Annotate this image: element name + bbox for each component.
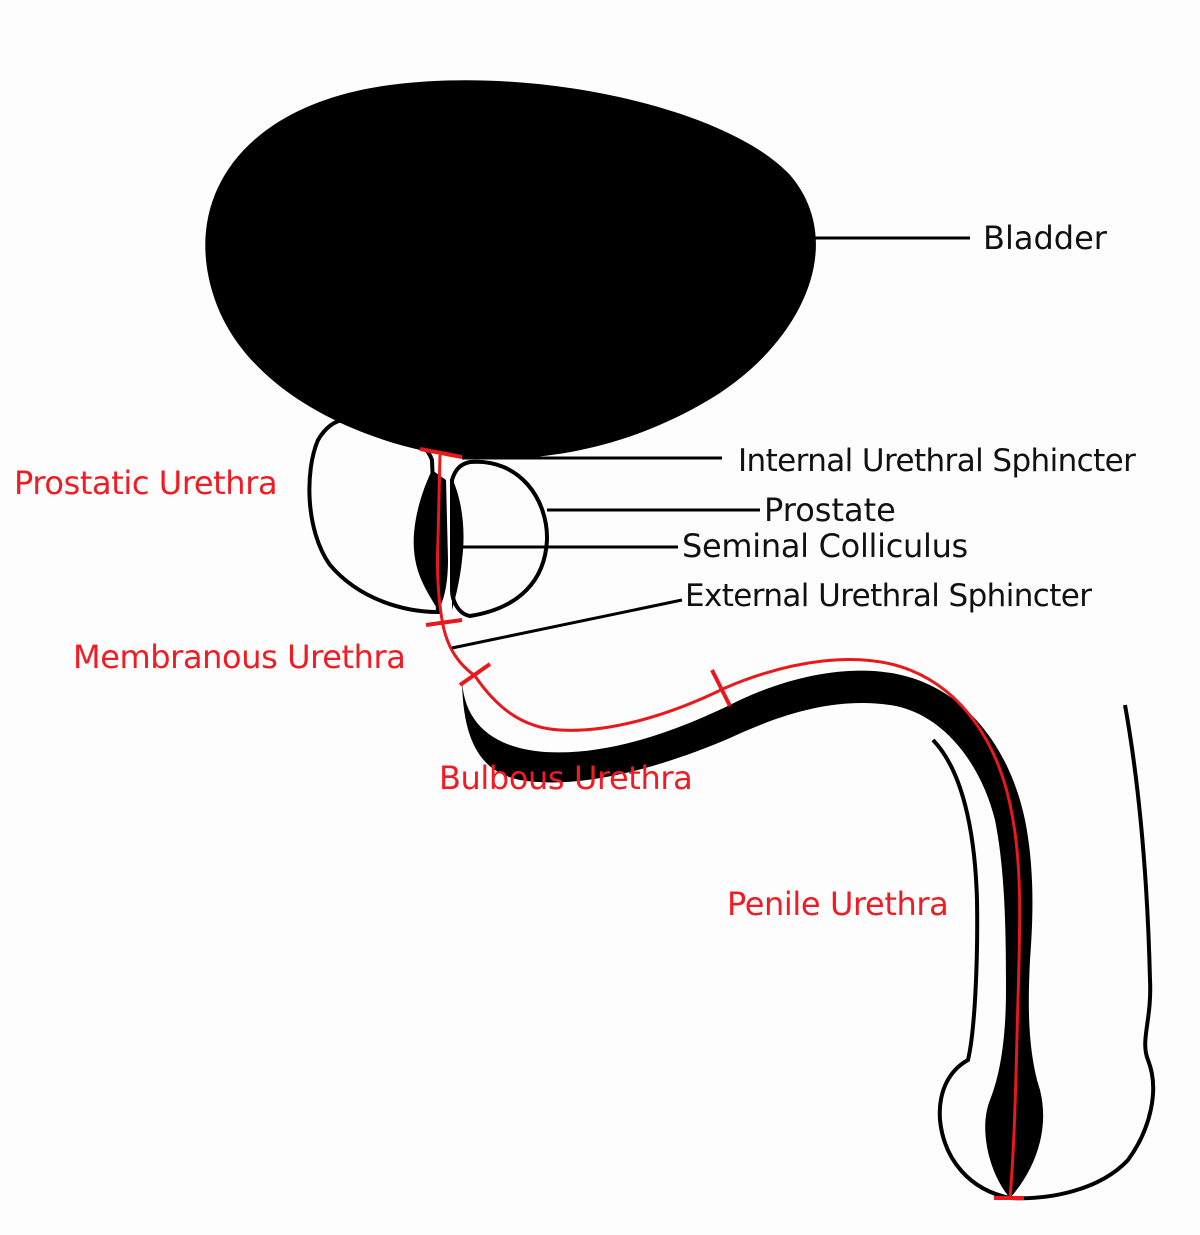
label-penile-urethra: Penile Urethra [727, 885, 949, 923]
label-bladder: Bladder [983, 219, 1107, 257]
tick-prostate-apex [425, 618, 463, 627]
label-membranous-urethra: Membranous Urethra [73, 638, 406, 676]
leader-external-sphincter [451, 598, 683, 650]
label-prostate: Prostate [764, 491, 896, 529]
label-seminal-colliculus: Seminal Colliculus [682, 527, 968, 565]
bladder-shape [205, 80, 816, 459]
penis-outline [931, 704, 1156, 1201]
colliculus-right-wall [452, 478, 464, 610]
label-bulbous-urethra: Bulbous Urethra [439, 759, 693, 797]
label-internal-urethral-sphincter: Internal Urethral Sphincter [738, 443, 1136, 479]
tick-internal-sphincter [419, 447, 463, 459]
label-external-urethral-sphincter: External Urethral Sphincter [685, 578, 1092, 614]
prostate-right-lobe [450, 459, 550, 619]
tick-bulbous-penile [710, 669, 732, 707]
seminal-colliculus-shape [413, 470, 448, 610]
label-prostatic-urethra: Prostatic Urethra [14, 464, 278, 502]
tick-membranous-bulbous [458, 662, 492, 687]
urethra-line [435, 454, 1022, 1199]
prostate-left-lobe [307, 417, 441, 615]
bulbous-penile-body [462, 670, 1044, 1198]
